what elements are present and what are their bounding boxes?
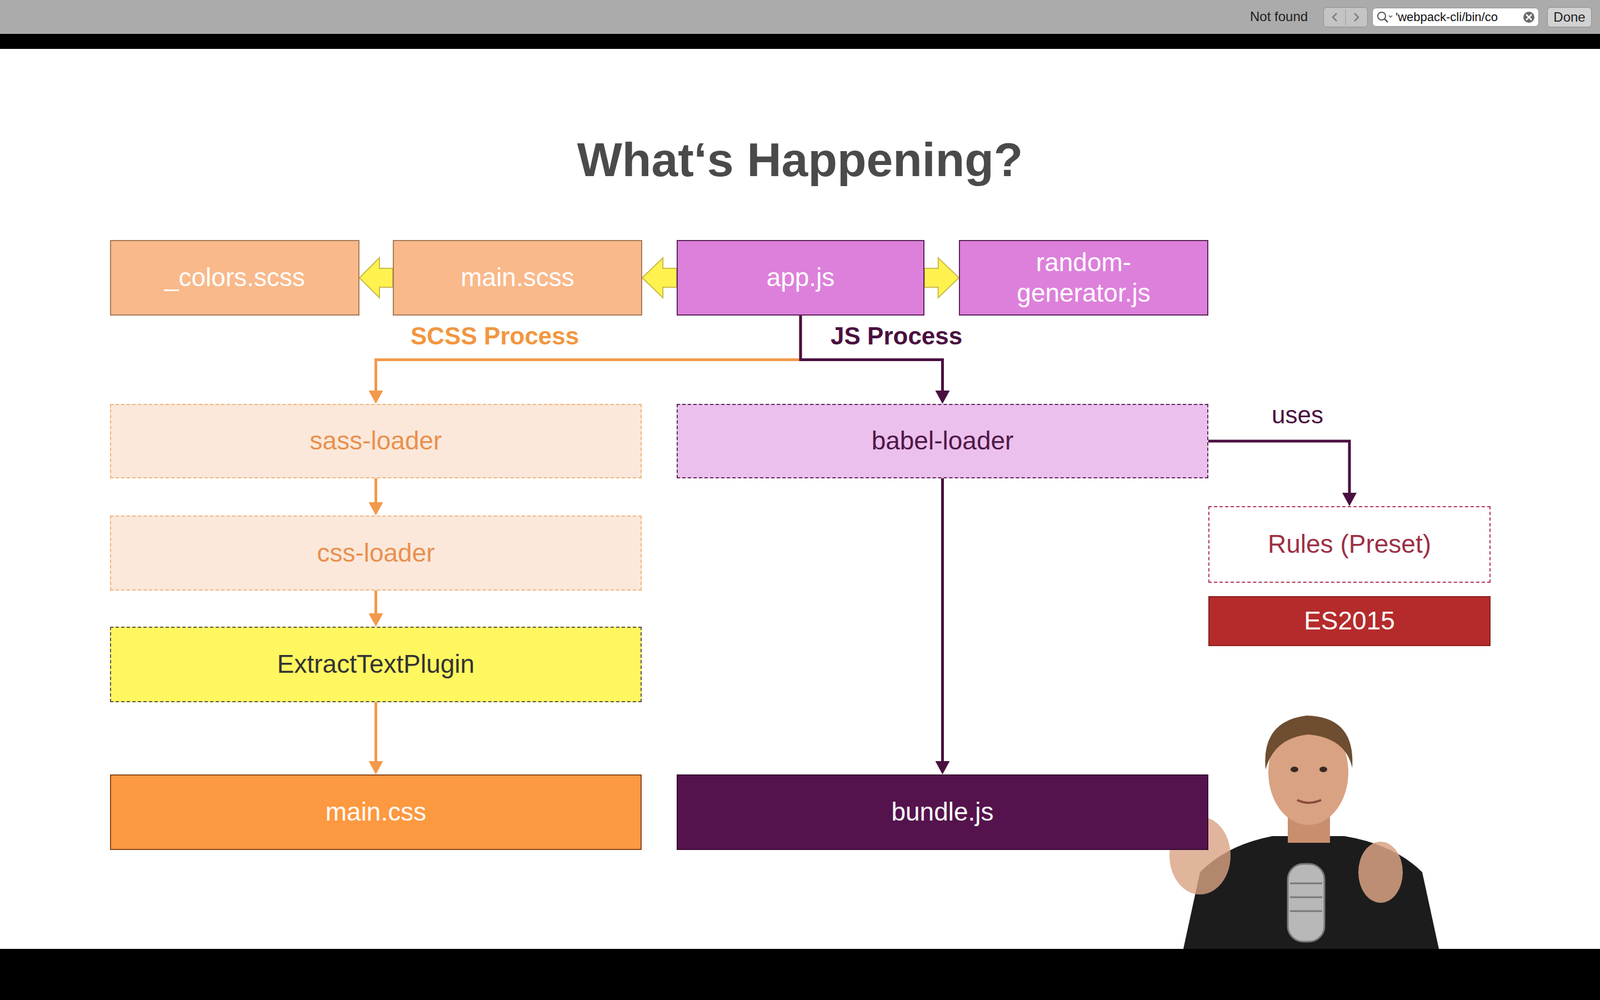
connector-line	[374, 590, 378, 614]
node-label: bundle.js	[891, 796, 994, 828]
preset-tag: ES2015	[1208, 596, 1491, 647]
connector-line	[376, 315, 802, 391]
node-label: app.js	[766, 262, 835, 293]
plugin-box: ExtractTextPlugin	[110, 626, 642, 703]
node-label: babel-loader	[871, 425, 1014, 457]
arrow-head	[368, 613, 384, 627]
file-box: main.scss	[392, 240, 643, 316]
node-label: css-loader	[316, 537, 435, 569]
find-bar-text: Done	[1547, 9, 1592, 26]
node-label: main.scss	[460, 262, 574, 293]
connector	[368, 590, 384, 627]
connector	[642, 257, 677, 298]
arrow-head	[935, 761, 950, 775]
connector	[935, 478, 950, 775]
edge-label: JS Process	[828, 322, 965, 351]
arrow-head	[368, 761, 384, 775]
edge-label: SCSS Process	[408, 322, 582, 351]
fat-arrow	[924, 257, 959, 298]
node-label: Rules (Preset)	[1267, 528, 1432, 560]
diagram-title: What‘s Happening?	[0, 133, 1600, 187]
node-label: sass-loader	[310, 425, 443, 457]
edge-label: uses	[1269, 401, 1326, 430]
find-nav-buttons	[1323, 7, 1368, 28]
file-box: random- generator.js	[958, 240, 1209, 316]
arrow-head	[935, 390, 950, 404]
chevron-icons	[1323, 7, 1368, 27]
video-letterbox-bottom	[0, 948, 1600, 1000]
node-label: _colors.scss	[164, 262, 305, 293]
node-label: ExtractTextPlugin	[277, 648, 475, 680]
loader-box: sass-loader	[110, 403, 642, 479]
arrow-head	[1342, 492, 1357, 507]
arrow-head	[368, 390, 384, 404]
video-letterbox-top	[0, 33, 1600, 49]
fat-arrow	[359, 257, 393, 298]
node-label: random- generator.js	[968, 247, 1199, 309]
connector	[368, 702, 384, 775]
connector-line	[1208, 441, 1350, 493]
preset-box: Rules (Preset)	[1208, 506, 1491, 583]
connector	[368, 315, 802, 404]
connector	[359, 257, 393, 298]
connector-line	[374, 702, 378, 762]
output-box: main.css	[110, 774, 642, 850]
loader-box: babel-loader	[676, 403, 1209, 479]
arrow-head	[368, 502, 384, 516]
find-bar-text: Not found	[1250, 8, 1308, 25]
loader-box: css-loader	[110, 515, 642, 591]
node-label: ES2015	[1303, 605, 1395, 637]
output-box: bundle.js	[676, 774, 1209, 850]
connector	[1208, 441, 1357, 507]
fat-arrow	[642, 257, 677, 298]
file-box: app.js	[676, 240, 925, 316]
connector-line	[374, 478, 378, 503]
connector	[368, 478, 384, 516]
find-bar-text: 'webpack-cli/bin/co	[1395, 10, 1498, 25]
file-box: _colors.scss	[110, 240, 360, 316]
node-label: main.css	[325, 796, 427, 828]
connector	[924, 257, 959, 298]
connector-line	[941, 478, 944, 762]
